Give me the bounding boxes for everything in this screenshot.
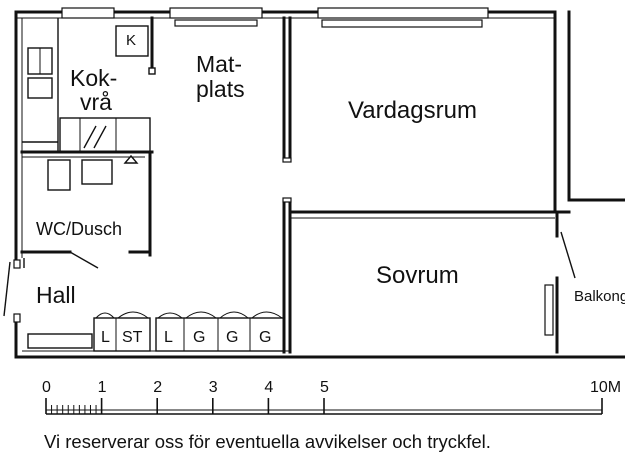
closet-label: L: [101, 329, 110, 346]
closets: [27, 311, 285, 352]
scale-end-label: 10M: [590, 379, 621, 396]
scale-tick-label: 1: [98, 379, 107, 396]
entrance-door: [3, 259, 21, 323]
label-k: K: [126, 32, 136, 49]
scale-tick-label: 3: [209, 379, 218, 396]
label-balkong: Balkong: [574, 288, 625, 305]
closet-label: L: [164, 329, 173, 346]
label-matplats-1: Mat-: [196, 51, 242, 77]
closet-labels: L ST L G G G: [101, 329, 271, 346]
disclaimer-text: Vi reserverar oss för eventuella avvikel…: [44, 431, 491, 452]
scale-bar: 0 1 2 3 4 5 10M: [42, 379, 621, 415]
wc-fixtures: [23, 154, 139, 269]
scale-tick-label: 5: [320, 379, 329, 396]
label-wc-dusch: WC/Dusch: [36, 219, 122, 239]
scale-tick-label: 2: [153, 379, 162, 396]
room-labels: K Kok- vrå Mat- plats Vardagsrum WC/Dusc…: [36, 32, 625, 308]
closet-label: ST: [122, 329, 143, 346]
kitchen-fixtures: [22, 18, 151, 153]
scale-tick-label: 4: [264, 379, 273, 396]
closet-label: G: [259, 329, 271, 346]
label-hall: Hall: [36, 282, 76, 308]
closet-label: G: [193, 329, 205, 346]
scale-tick-label: 0: [42, 379, 51, 396]
label-vardagsrum: Vardagsrum: [348, 97, 477, 124]
label-kokvra-1: Kok-: [70, 65, 117, 91]
closet-label: G: [226, 329, 238, 346]
label-kokvra-2: vrå: [80, 89, 112, 115]
label-sovrum: Sovrum: [376, 262, 459, 289]
label-matplats-2: plats: [196, 76, 245, 102]
windows: [61, 7, 489, 28]
